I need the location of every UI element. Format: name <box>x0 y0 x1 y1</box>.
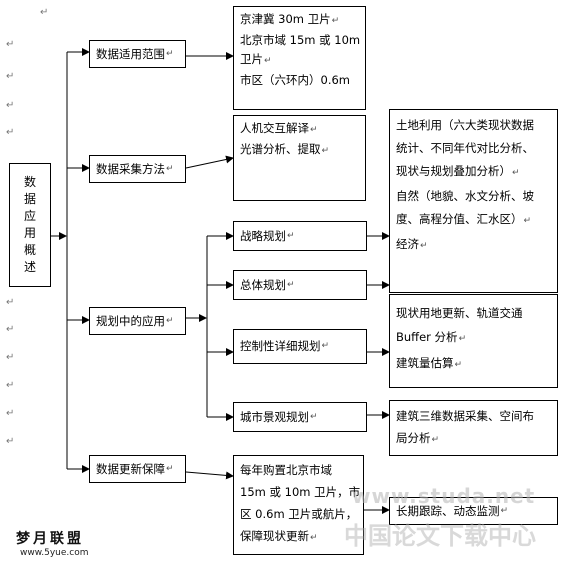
root-title-box: 数 据 应 用 概 述 <box>9 163 51 287</box>
application-label: 规划中的应用 <box>96 313 165 328</box>
regulatory-detail-line: 现状用地更新、轨道交通 <box>396 306 523 320</box>
paragraph-mark: ↵ <box>6 297 15 308</box>
collection-detail-line: 光谱分析、提取 <box>240 142 321 156</box>
landscape-detail-line: 局分析 <box>396 431 431 445</box>
landscape-detail-box: 建筑三维数据采集、空间布 局分析↵ <box>389 400 558 456</box>
update-detail-line: 区 0.6m 卫片或航片， <box>240 507 358 521</box>
landscape-plan-box: 城市景观规划↵ <box>233 402 367 432</box>
monitor-label: 长期跟踪、动态监测 <box>396 503 500 518</box>
scope-detail-box: 京津冀 30m 卫片↵ 北京市域 15m 或 10m 卫片↵ 市区（六环内）0.… <box>233 6 366 110</box>
regulatory-detail-line: 建筑量估算 <box>396 356 454 370</box>
landuse-detail-line: 土地利用（六大类现状数据 <box>396 118 534 132</box>
paragraph-mark: ↵ <box>6 100 15 111</box>
scope-label: 数据适用范围 <box>96 46 165 61</box>
collection-box: 数据采集方法↵ <box>89 155 186 183</box>
paragraph-mark: ↵ <box>6 71 15 82</box>
paragraph-mark: ↵ <box>6 352 15 363</box>
landuse-detail-line: 经济 <box>396 237 419 251</box>
collection-detail-box: 人机交互解译↵ 光谱分析、提取↵ <box>233 115 366 201</box>
logo-url: www.5yue.com <box>20 548 89 558</box>
update-detail-line: 15m 或 10m 卫片，市 <box>240 485 361 499</box>
update-box: 数据更新保障↵ <box>89 455 186 483</box>
collection-label: 数据采集方法 <box>96 161 165 176</box>
landscape-detail-line: 建筑三维数据采集、空间布 <box>396 409 534 423</box>
root-char: 数 <box>23 175 36 189</box>
strategic-plan-box: 战略规划↵ <box>233 221 367 251</box>
regulatory-detail-box: 现状用地更新、轨道交通 Buffer 分析↵ 建筑量估算↵ <box>389 294 558 388</box>
application-box: 规划中的应用↵ <box>89 307 186 335</box>
paragraph-mark: ↵ <box>6 39 15 50</box>
strategic-plan-label: 战略规划 <box>240 228 286 243</box>
paragraph-mark: ↵ <box>6 380 15 391</box>
scope-detail-line: 京津冀 30m 卫片 <box>240 12 331 26</box>
landuse-detail-line: 统计、不同年代对比分析、 <box>396 141 534 155</box>
update-detail-box: 每年购置北京市域 15m 或 10m 卫片，市 区 0.6m 卫片或航片， 保障… <box>233 455 364 555</box>
landuse-detail-line: 自然（地貌、水文分析、坡 <box>396 189 534 203</box>
paragraph-mark: ↵ <box>6 436 15 447</box>
update-detail-line: 每年购置北京市域 <box>240 463 332 477</box>
root-char: 述 <box>23 260 36 274</box>
landuse-detail-box: 土地利用（六大类现状数据 统计、不同年代对比分析、 现状与规划叠加分析）↵ 自然… <box>389 109 558 293</box>
landuse-detail-line: 现状与规划叠加分析） <box>396 164 511 178</box>
scope-detail-line: 市区（六环内）0.6m <box>240 73 350 87</box>
landscape-plan-label: 城市景观规划 <box>240 409 309 424</box>
regulatory-detail-line: Buffer 分析 <box>396 330 458 344</box>
logo-text: 梦月联盟 <box>16 531 84 547</box>
scope-detail-line: 卫片 <box>240 52 263 66</box>
root-char: 据 <box>23 192 36 206</box>
regulatory-plan-box: 控制性详细规划↵ <box>233 329 367 364</box>
watermark-cn: 中国论文下载中心 <box>344 522 536 550</box>
root-char: 应 <box>23 209 36 223</box>
watermark-site: www.studa.net <box>352 484 536 508</box>
monitor-box: 长期跟踪、动态监测↵ <box>389 497 558 525</box>
paragraph-mark: ↵ <box>6 408 15 419</box>
paragraph-mark: ↵ <box>6 324 15 335</box>
update-detail-line: 保障现状更新 <box>240 529 309 543</box>
overall-plan-box: 总体规划↵ <box>233 270 367 300</box>
overall-plan-label: 总体规划 <box>240 277 286 292</box>
root-char: 概 <box>23 243 36 257</box>
update-label: 数据更新保障 <box>96 461 165 476</box>
paragraph-mark: ↵ <box>40 7 49 18</box>
scope-box: 数据适用范围↵ <box>89 40 186 68</box>
landuse-detail-line: 度、高程分值、汇水区） <box>396 212 523 226</box>
paragraph-mark: ↵ <box>6 127 15 138</box>
root-char: 用 <box>23 226 36 240</box>
collection-detail-line: 人机交互解译 <box>240 121 309 135</box>
regulatory-plan-label: 控制性详细规划 <box>240 339 321 353</box>
scope-detail-line: 北京市域 15m 或 10m <box>240 33 361 47</box>
